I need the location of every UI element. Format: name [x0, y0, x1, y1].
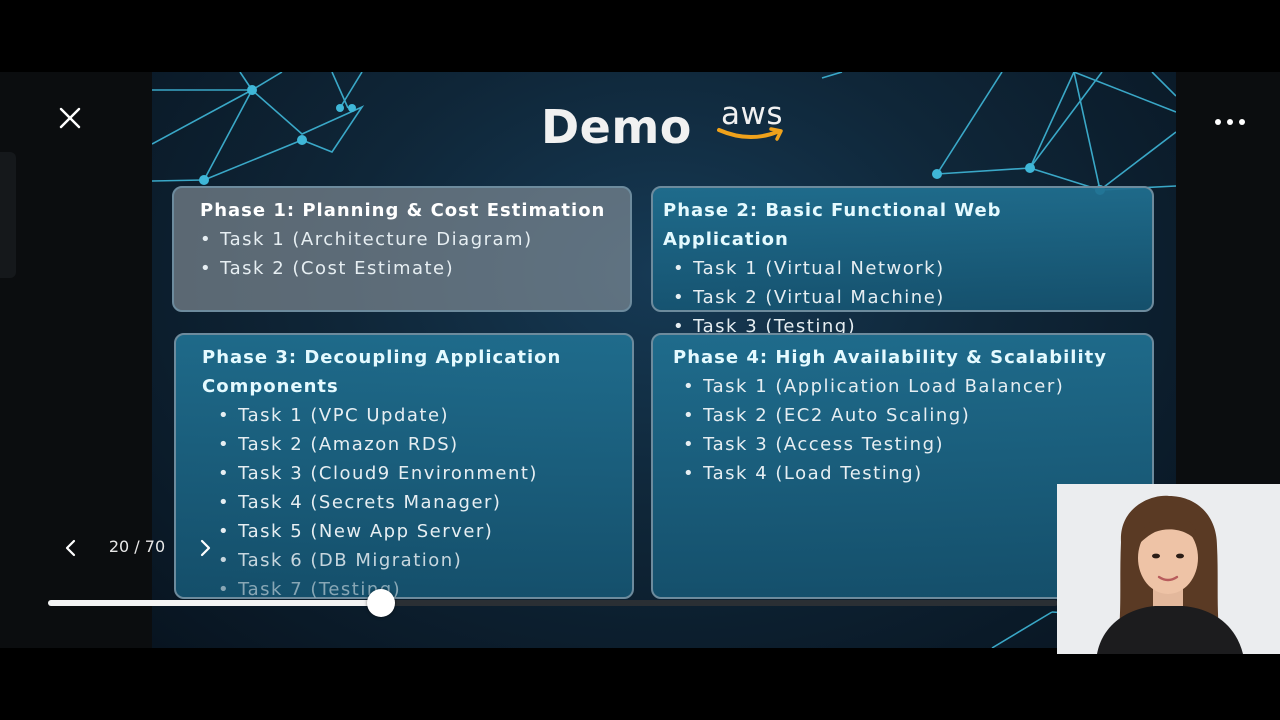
list-item: Task 3 (Access Testing) — [683, 430, 1130, 459]
webcam-video — [1057, 484, 1280, 654]
phase-3-task-list: Task 1 (VPC Update) Task 2 (Amazon RDS) … — [202, 401, 610, 604]
side-panel-tab[interactable] — [0, 152, 16, 278]
presenter-video-image — [1057, 484, 1280, 654]
list-item: Task 2 (Amazon RDS) — [218, 430, 610, 459]
list-item: Task 3 (Cloud9 Environment) — [218, 459, 610, 488]
progress-fill — [48, 600, 382, 606]
list-item: Task 1 (Application Load Balancer) — [683, 372, 1130, 401]
phase-3-title: Phase 3: Decoupling Application Componen… — [202, 343, 610, 401]
slide-title-row: Demo aws — [152, 99, 1176, 154]
list-item: Task 4 (Secrets Manager) — [218, 488, 610, 517]
list-item: Task 1 (Virtual Network) — [673, 254, 1130, 283]
list-item: Task 1 (VPC Update) — [218, 401, 610, 430]
page-counter: 20 / 70 — [108, 537, 166, 556]
phase-2-card: Phase 2: Basic Functional Web Applicatio… — [651, 186, 1154, 337]
aws-logo: aws — [717, 99, 787, 143]
list-item: Task 6 (DB Migration) — [218, 546, 610, 575]
phase-1-card: Phase 1: Planning & Cost Estimation Task… — [172, 186, 632, 312]
phase-4-task-list: Task 1 (Application Load Balancer) Task … — [673, 372, 1130, 488]
phase-2-title: Phase 2: Basic Functional Web Applicatio… — [663, 200, 1002, 250]
list-item: Task 2 (Virtual Machine) — [673, 283, 1130, 312]
close-icon — [59, 107, 81, 129]
progress-handle[interactable] — [367, 589, 396, 617]
aws-logo-text: aws — [720, 96, 783, 132]
list-item: Task 4 (Load Testing) — [683, 459, 1130, 488]
list-item: Task 5 (New App Server) — [218, 517, 610, 546]
aws-smile-icon — [717, 127, 783, 141]
phase-3-title-line-2: Components — [202, 376, 339, 397]
phase-1-title: Phase 1: Planning & Cost Estimation — [200, 200, 606, 221]
slide: Demo aws Phase 1: Planning & Cost Estima… — [152, 72, 1176, 648]
close-button[interactable] — [52, 100, 88, 136]
phase-3-title-line-1: Phase 3: Decoupling Application — [202, 347, 562, 368]
phase-2-task-list: Task 1 (Virtual Network) Task 2 (Virtual… — [663, 254, 1130, 341]
more-icon — [1215, 119, 1245, 125]
phase-4-title: Phase 4: High Availability & Scalability — [673, 347, 1107, 368]
list-item: Task 2 (EC2 Auto Scaling) — [683, 401, 1130, 430]
phase-1-task-list: Task 1 (Architecture Diagram) Task 2 (Co… — [200, 225, 608, 283]
more-options-button[interactable] — [1208, 108, 1252, 136]
phase-3-card: Phase 3: Decoupling Application Componen… — [174, 333, 634, 600]
slide-progress-bar[interactable] — [48, 589, 1058, 617]
previous-slide-button[interactable] — [58, 534, 84, 562]
list-item: Task 7 (Testing) — [218, 575, 610, 604]
next-slide-button[interactable] — [192, 534, 218, 562]
list-item: Task 2 (Cost Estimate) — [200, 254, 608, 283]
chevron-right-icon — [200, 539, 211, 557]
chevron-left-icon — [65, 539, 76, 557]
list-item: Task 3 (Testing) — [673, 312, 1130, 341]
slide-title: Demo — [540, 100, 692, 154]
list-item: Task 1 (Architecture Diagram) — [200, 225, 608, 254]
